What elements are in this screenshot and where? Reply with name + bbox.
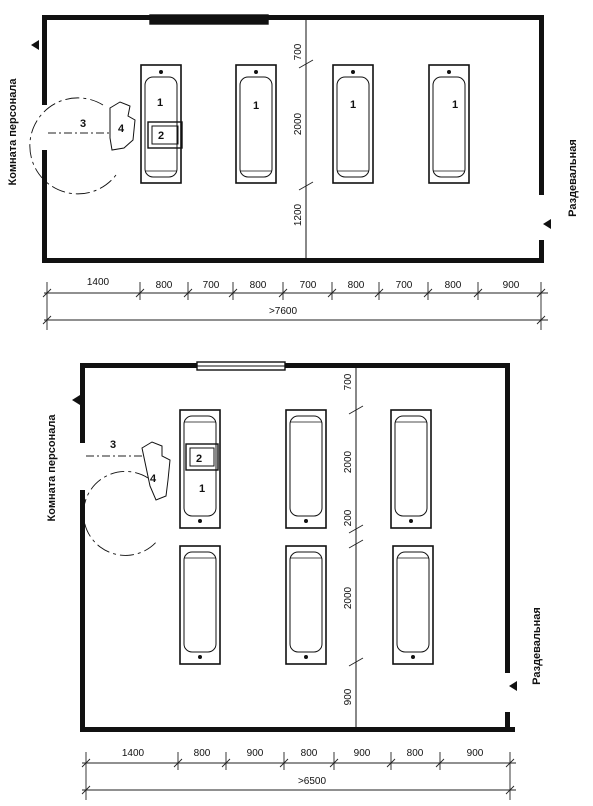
plan1-label-2: 2 <box>158 130 164 142</box>
plan1-dim-h: 800 <box>445 280 462 291</box>
plan2-dim-v: 2000 <box>343 450 354 473</box>
plan1-door-left-arrow <box>31 40 39 50</box>
plan1-wall-top <box>42 15 544 20</box>
plan2-dim-h: 1400 <box>122 748 145 759</box>
plan2-label-4: 4 <box>150 473 157 485</box>
plan2-dim-h: 800 <box>407 748 424 759</box>
plan1-dim-total: >7600 <box>269 306 298 317</box>
plan1-dim-h: 900 <box>503 280 520 291</box>
plan2-bath-6 <box>392 545 434 665</box>
plan2-room-left: Комната персонала <box>46 414 58 522</box>
plan1-door-right-arrow <box>543 219 551 229</box>
plan1-wall-right-upper <box>539 15 544 195</box>
plan-2: 1 2 4 3 700 2000 200 2000 900 Комната пе… <box>46 361 543 800</box>
plan1-wall-left-lower <box>42 150 47 263</box>
plan2-door-right-arrow <box>509 681 517 691</box>
plan1-equipment-2 <box>147 121 183 149</box>
plan-1: 1 1 1 1 2 4 3 700 2000 1200 Комната перс… <box>7 14 579 330</box>
plan1-bath-2 <box>235 64 277 184</box>
plan1-dim-h: 800 <box>348 280 365 291</box>
plan1-bath-3 <box>332 64 374 184</box>
plan1-room-left: Комната персонала <box>7 78 19 186</box>
plan2-dim-h: 800 <box>194 748 211 759</box>
plan2-chair-4 <box>141 441 171 501</box>
plan1-dim-v: 700 <box>293 43 304 60</box>
plan2-dim-h: 900 <box>467 748 484 759</box>
plan1-dim-h: 800 <box>156 280 173 291</box>
plan2-dim-v: 200 <box>343 509 354 526</box>
plan2-room-right: Раздевальная <box>531 607 543 685</box>
plan2-wall-bottom <box>80 727 515 732</box>
plan1-dim-h: 700 <box>203 280 220 291</box>
plan1-dim-chain <box>42 282 548 330</box>
plan1-wall-left-upper <box>42 15 47 105</box>
plan1-bath-label: 1 <box>253 100 259 112</box>
plan1-door-swing <box>29 97 117 195</box>
plan2-dim-v: 700 <box>343 373 354 390</box>
plan2-dim-v: 2000 <box>343 586 354 609</box>
plan2-label-2: 2 <box>196 453 202 465</box>
plan1-dim-h: 800 <box>250 280 267 291</box>
plan2-bath-5 <box>285 545 327 665</box>
plan2-wall-right-upper <box>505 363 510 673</box>
plan2-bath-4 <box>179 545 221 665</box>
plan1-wall-right-lower <box>539 240 544 263</box>
plan2-door-left-arrow <box>72 395 80 405</box>
plan2-wall-top <box>80 363 510 368</box>
plan2-wall-left-upper <box>80 363 85 443</box>
plan2-wall-right-lower <box>505 712 510 732</box>
plan1-bath-label: 1 <box>452 99 458 111</box>
plan2-bath-label: 1 <box>199 483 205 495</box>
plan1-room-right: Раздевальная <box>567 139 579 217</box>
plan1-dim-h: 700 <box>300 280 317 291</box>
plan1-bath-label: 1 <box>157 97 163 109</box>
plan2-dim-v: 900 <box>343 688 354 705</box>
plan2-equipment-2 <box>185 443 219 471</box>
plan1-label-3: 3 <box>80 118 86 130</box>
plan1-wall-bottom <box>42 258 544 263</box>
plan1-bath-label: 1 <box>350 99 356 111</box>
plan2-dim-total: >6500 <box>298 776 327 787</box>
plan1-bath-1 <box>140 64 182 184</box>
plan2-bath-3 <box>390 409 432 529</box>
plan2-wall-left-lower <box>80 490 85 732</box>
plan2-label-3: 3 <box>110 439 116 451</box>
plan1-dim-h: 700 <box>396 280 413 291</box>
plan2-bath-2 <box>285 409 327 529</box>
plan2-dim-h: 900 <box>247 748 264 759</box>
plan2-dim-h: 800 <box>301 748 318 759</box>
plan1-label-4: 4 <box>118 123 125 135</box>
plan1-dim-v: 2000 <box>293 112 304 135</box>
plan2-door-swing <box>83 471 159 556</box>
plan2-dim-chain <box>81 752 516 800</box>
plan2-dim-h: 900 <box>354 748 371 759</box>
plan1-chair-4 <box>109 101 136 151</box>
plan1-dim-h: 1400 <box>87 277 110 288</box>
plan1-bath-4 <box>428 64 470 184</box>
plan1-dim-v: 1200 <box>293 203 304 226</box>
